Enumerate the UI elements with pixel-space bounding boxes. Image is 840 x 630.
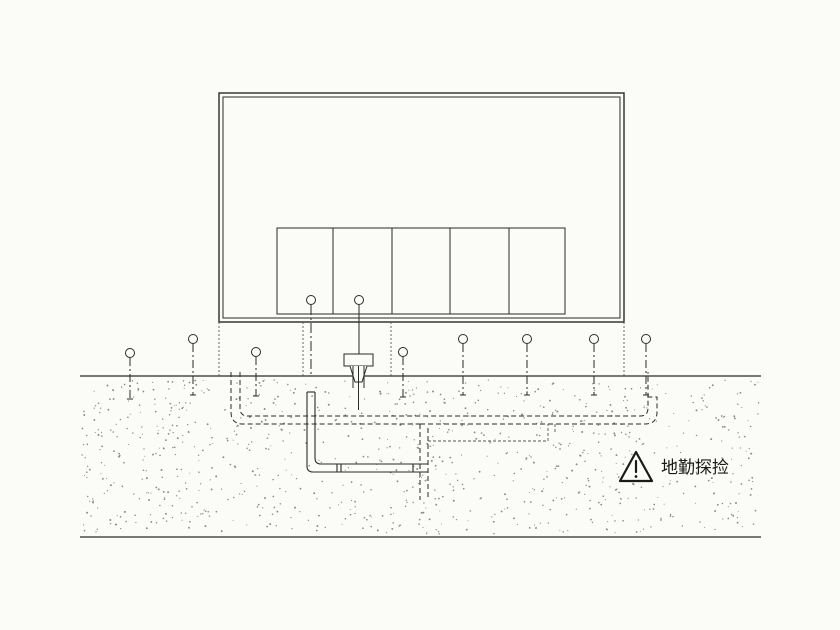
panel <box>508 227 566 315</box>
building-frame <box>218 92 625 323</box>
warning-triangle-icon <box>618 450 654 483</box>
foundation-dotted-lines <box>218 322 625 376</box>
dashed-conduit <box>230 372 658 500</box>
warning-marker: 地勤探捡 <box>618 450 729 483</box>
sensor-probe <box>458 334 468 396</box>
branch-conduit <box>428 424 556 442</box>
panel-row <box>276 227 566 315</box>
panel-probe-right <box>354 295 364 354</box>
sensor-probe <box>398 347 408 398</box>
panel-probe-left <box>306 295 316 376</box>
panel <box>449 227 510 315</box>
panel <box>276 227 334 315</box>
sensor-probe <box>589 334 599 396</box>
sensor-probe <box>522 334 532 396</box>
sensor-probe <box>188 334 198 396</box>
soil-dots <box>81 379 760 535</box>
sensor-probe <box>125 348 135 400</box>
warning-label: 地勤探捡 <box>661 458 729 478</box>
solid-pipe <box>306 391 428 473</box>
valve-fitting <box>343 353 374 410</box>
sensor-probes <box>125 334 651 400</box>
sensor-probe <box>251 347 261 397</box>
panel <box>391 227 451 315</box>
